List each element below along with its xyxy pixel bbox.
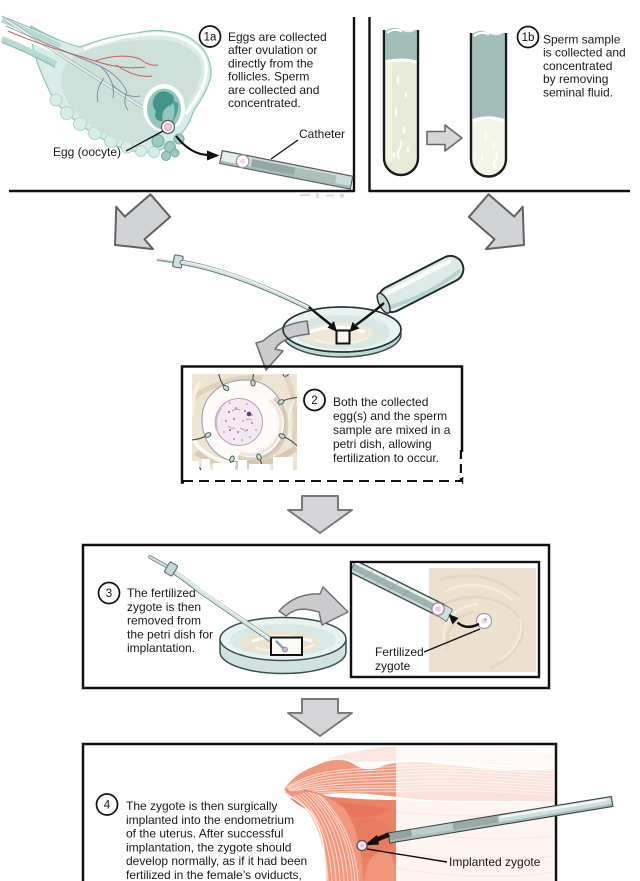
svg-text:by removing: by removing xyxy=(543,72,608,86)
svg-text:zygote: zygote xyxy=(375,659,411,673)
svg-text:fertilized in the female’s ovi: fertilized in the female’s oviducts, xyxy=(126,868,302,881)
svg-text:the petri dish for: the petri dish for xyxy=(127,627,213,641)
svg-text:implantation, the zygote shoul: implantation, the zygote should xyxy=(126,840,291,854)
svg-text:Egg (oocyte): Egg (oocyte) xyxy=(53,145,121,159)
svg-text:petri dish, allowing: petri dish, allowing xyxy=(333,437,432,451)
svg-text:Eggs are collected: Eggs are collected xyxy=(228,30,327,44)
svg-text:4: 4 xyxy=(104,800,111,812)
svg-text:seminal fluid.: seminal fluid. xyxy=(543,85,613,99)
svg-text:Catheter: Catheter xyxy=(299,127,345,141)
svg-text:are collected and: are collected and xyxy=(228,83,319,97)
svg-text:develop normally, as if it had: develop normally, as if it had been xyxy=(126,854,307,868)
svg-text:after ovulation or: after ovulation or xyxy=(228,43,317,57)
svg-text:Sperm sample: Sperm sample xyxy=(543,33,621,47)
svg-text:implanted into the endometrium: implanted into the endometrium xyxy=(126,813,294,827)
svg-text:concentrated: concentrated xyxy=(543,59,612,73)
svg-text:The zygote is then surgically: The zygote is then surgically xyxy=(126,799,277,813)
svg-text:The fertilized: The fertilized xyxy=(127,586,196,600)
svg-text:follicles. Sperm: follicles. Sperm xyxy=(228,70,309,84)
svg-text:fertilization to occur.: fertilization to occur. xyxy=(333,451,439,465)
svg-text:directly from the: directly from the xyxy=(228,56,314,70)
svg-text:is collected and: is collected and xyxy=(543,46,626,60)
svg-text:implantation.: implantation. xyxy=(127,641,195,655)
svg-text:egg(s) and the sperm: egg(s) and the sperm xyxy=(333,409,447,423)
svg-text:sample are mixed in a: sample are mixed in a xyxy=(333,423,451,437)
svg-text:2: 2 xyxy=(311,395,317,407)
svg-text:Implanted zygote: Implanted zygote xyxy=(449,855,541,869)
svg-text:1a: 1a xyxy=(204,32,217,44)
svg-text:zygote is then: zygote is then xyxy=(127,600,201,614)
svg-text:removed from: removed from xyxy=(127,614,201,628)
svg-text:1b: 1b xyxy=(522,32,535,44)
svg-text:3: 3 xyxy=(106,588,112,600)
svg-text:of the uterus. After successfu: of the uterus. After successful xyxy=(126,827,283,841)
svg-text:Both the collected: Both the collected xyxy=(333,395,428,409)
svg-text:Fertilized: Fertilized xyxy=(375,645,424,659)
svg-text:concentrated.: concentrated. xyxy=(228,96,301,110)
